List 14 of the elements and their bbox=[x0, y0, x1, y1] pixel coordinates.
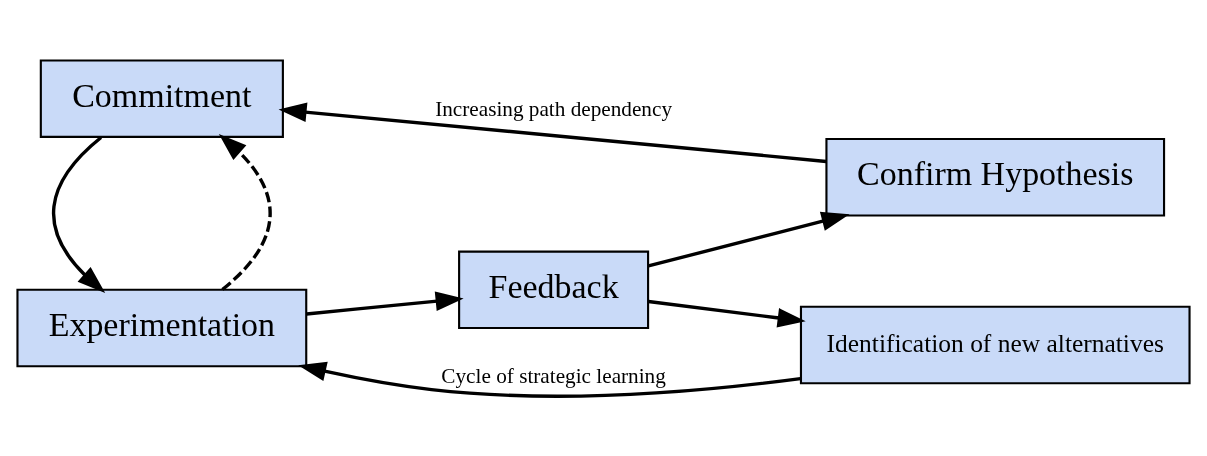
arrow bbox=[648, 299, 806, 328]
node-box: Identification of new alternatives bbox=[799, 305, 1191, 384]
edge-label: Increasing path dependency bbox=[435, 96, 673, 121]
arrow bbox=[218, 133, 272, 291]
node-box: Commitment bbox=[39, 58, 284, 138]
arrow bbox=[52, 135, 106, 293]
arrow bbox=[278, 101, 827, 163]
arrow bbox=[648, 211, 850, 268]
node-box: Experimentation bbox=[16, 288, 308, 367]
node-box: Feedback bbox=[458, 250, 650, 329]
node-box: Confirm Hypothesis bbox=[825, 137, 1166, 217]
edge-label: Cycle of strategic learning bbox=[441, 363, 666, 388]
arrow bbox=[306, 290, 464, 316]
arrow bbox=[298, 361, 801, 398]
